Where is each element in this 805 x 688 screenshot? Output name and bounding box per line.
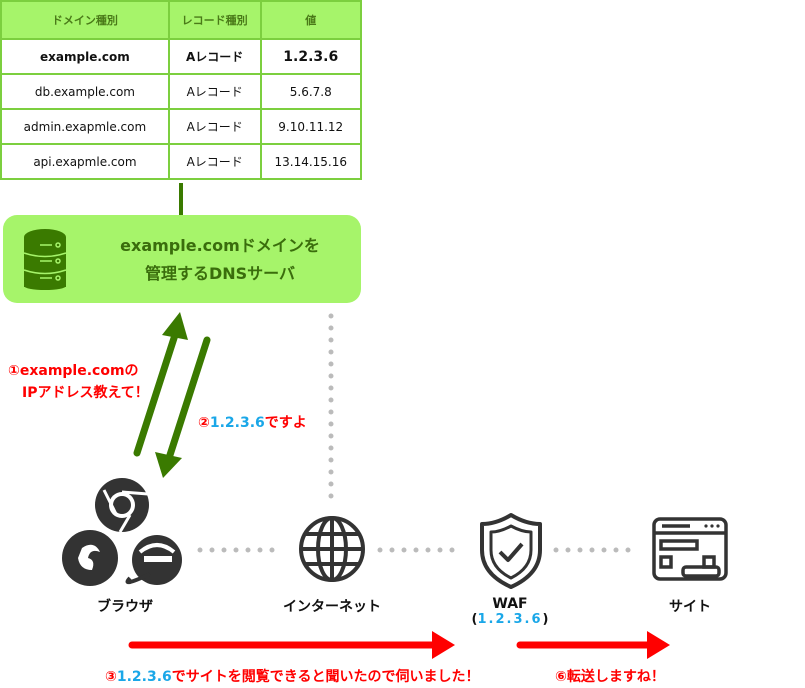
arrow-waf-to-site [516,631,670,659]
dns-server-label: example.comドメインを 管理するDNSサーバ [95,232,345,288]
internet-label: インターネット [283,599,381,615]
table-row: db.example.com Aレコード 5.6.7.8 [0,73,362,110]
globe-icon [299,516,365,582]
arrow-down-from-dns [155,336,211,478]
step3-number: ③ [105,669,117,685]
header-domain: ドメイン種別 [0,0,170,40]
browser-icons [62,478,182,586]
cell-domain: example.com [0,38,170,75]
table-row: example.com Aレコード 1.2.3.6 [0,38,362,75]
firefox-icon [62,530,118,586]
shield-check-icon [480,513,542,589]
step6-annotation: ⑥転送しますね！ [555,669,665,685]
cell-type: Aレコード [167,108,262,145]
chrome-icon [95,478,149,533]
cell-domain: admin.exapmle.com [0,108,170,145]
cell-domain: api.exapmle.com [0,143,170,180]
arrow-browser-to-waf [128,631,455,659]
cell-type: Aレコード [167,143,262,180]
table-row: admin.exapmle.com Aレコード 9.10.11.12 [0,108,362,145]
dns-label-line2: 管理するDNSサーバ [144,264,296,283]
browser-label: ブラウザ [97,599,153,615]
step3-annotation: ③1.2.3.6でサイトを閲覧できると聞いたので伺いました！ [105,666,480,686]
step1-annotation: ①example.comの IPアドレス教えて！ [8,360,149,404]
step1-line1: ①example.comの [8,363,139,379]
waf-ip-label: (1.2.3.6) [460,612,560,627]
cell-value: 1.2.3.6 [259,38,362,75]
server-icon [23,229,67,290]
waf-label: WAF [492,596,528,612]
cell-value: 13.14.15.16 [259,143,362,180]
site-label: サイト [669,599,711,615]
step2-number: ② [198,415,210,431]
paren-close: ) [542,612,549,627]
paren-open: ( [471,612,478,627]
step3-ip: 1.2.3.6 [116,669,172,685]
ie-icon [125,535,182,585]
step1-line2: IPアドレス教えて！ [22,385,149,401]
cell-type: Aレコード [167,73,262,110]
step2-annotation: ②1.2.3.6ですよ [198,412,307,432]
step2-text: ですよ [264,415,307,431]
arrow-up-to-dns [133,312,188,457]
website-icon [652,517,728,581]
table-row: api.exapmle.com Aレコード 13.14.15.16 [0,143,362,180]
step3-text: でサイトを閲覧できると聞いたので伺いました！ [171,669,480,685]
cell-value: 9.10.11.12 [259,108,362,145]
cell-domain: db.example.com [0,73,170,110]
waf-ip: 1.2.3.6 [477,612,543,627]
step2-ip: 1.2.3.6 [209,415,265,431]
header-record-type: レコード種別 [167,0,262,40]
table-header-row: ドメイン種別 レコード種別 値 [0,0,362,40]
header-value: 値 [259,0,362,40]
cell-type: Aレコード [167,38,262,75]
dns-record-table: ドメイン種別 レコード種別 値 example.com Aレコード 1.2.3.… [0,0,362,180]
dns-label-line1: example.comドメインを [120,236,320,255]
cell-value: 5.6.7.8 [259,73,362,110]
